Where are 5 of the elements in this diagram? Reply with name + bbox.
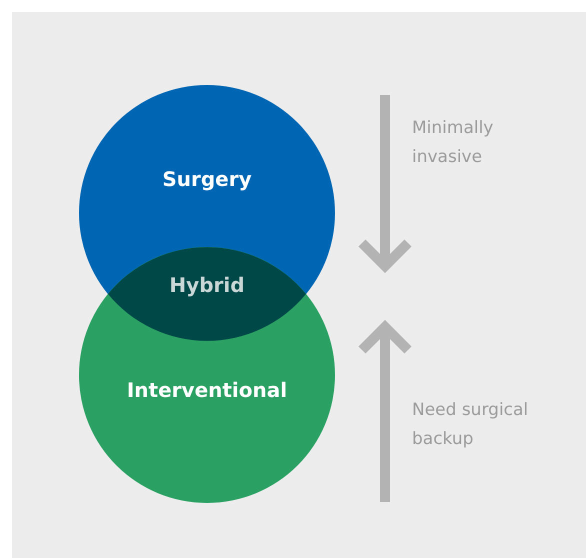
- annotation-text: Minimally invasive: [412, 117, 494, 169]
- node-label: Hybrid: [168, 273, 246, 297]
- annotation-text: Need surgical backup: [412, 399, 530, 451]
- node-label: Surgery: [161, 167, 253, 191]
- node-label: Interventional: [126, 378, 288, 402]
